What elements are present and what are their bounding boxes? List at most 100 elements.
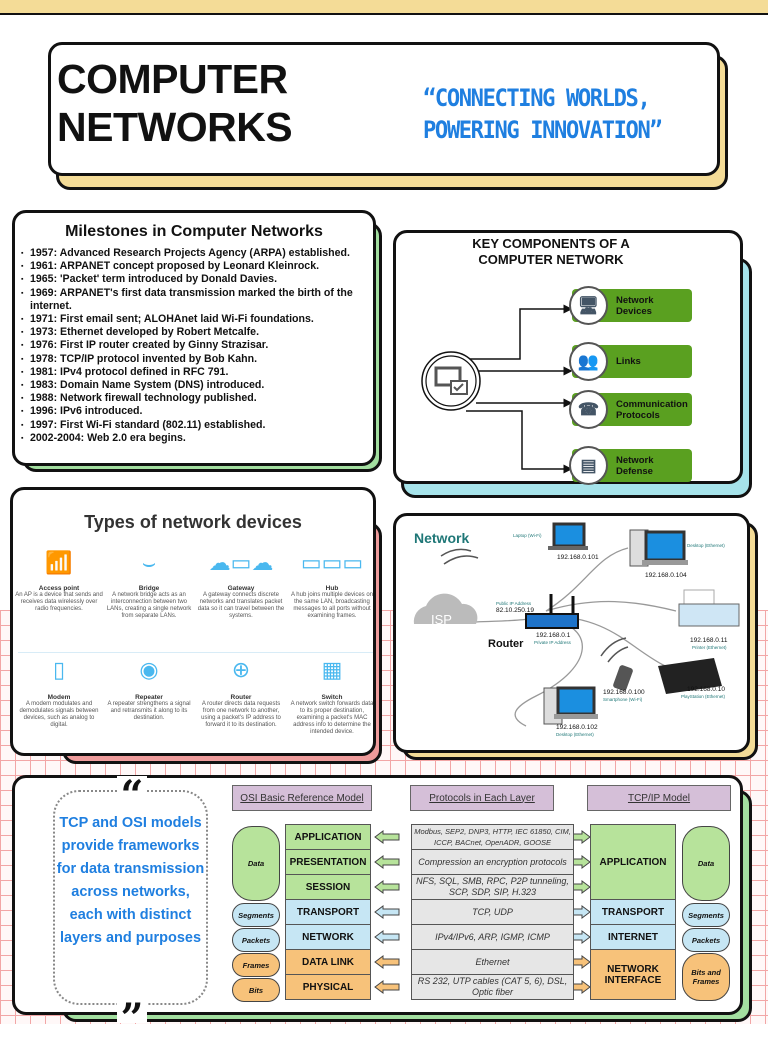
laptop-icon (548, 522, 588, 550)
protocol-cell: Modbus, SEP2, DNP3, HTTP, IEC 61850, CIM… (411, 824, 574, 850)
osi-pdu-data: Data (232, 826, 280, 901)
device-ip: 192.168.0.10 (687, 686, 725, 693)
playstation-icon (658, 658, 722, 694)
list-item: 1971: First email sent; ALOHAnet laid Wi… (21, 313, 373, 326)
tcpip-layer-internet: INTERNET (590, 924, 676, 950)
repeater-icon: ◉ (139, 657, 159, 682)
network-title: Network (414, 530, 470, 546)
list-item: 1988: Network firewall technology publis… (21, 392, 373, 405)
quote-box: “ TCP and OSI models provide frameworks … (53, 776, 208, 1039)
device-label: Laptop (Wi-Fi) (513, 533, 542, 538)
tcpip-pdu-packets: Packets (682, 928, 730, 952)
tcpip-layer-transport: TRANSPORT (590, 899, 676, 925)
protocol-cell: Compression an encryption protocols (411, 849, 574, 875)
tcpip-pdu-segments: Segments (682, 903, 730, 927)
server-icon: ▤ (569, 446, 608, 485)
components-title: KEY COMPONENTS OF A COMPUTER NETWORK (472, 236, 630, 267)
top-band (0, 0, 768, 15)
list-item: 1961: ARPANET concept proposed by Leonar… (21, 260, 373, 273)
osi-header: OSI Basic Reference Model (232, 785, 372, 811)
hub-icon: ▭▭▭ (300, 550, 364, 575)
modem-icon: ▯ (52, 657, 66, 682)
osi-layer-application: APPLICATION (285, 824, 371, 850)
device-label: Desktop (Ethernet) (556, 732, 594, 737)
tcpip-layer-application: APPLICATION (590, 824, 676, 900)
osi-pdu-frames: Frames (232, 953, 280, 977)
milestones-list: 1957: Advanced Research Projects Agency … (21, 247, 373, 445)
list-item: 1997: First Wi-Fi standard (802.11) esta… (21, 419, 373, 432)
tcpip-pdu-data: Data (682, 826, 730, 901)
list-item: 2002-2004: Web 2.0 era begins. (21, 432, 373, 445)
component-links: 👥Links (569, 342, 692, 381)
private-ip: 192.168.0.1 (536, 632, 571, 639)
device-label: Desktop (Ethernet) (687, 543, 725, 548)
protocol-cell: TCP, UDP (411, 899, 574, 925)
tagline: “CONNECTING WORLDS, POWERING INNOVATION” (423, 84, 663, 144)
tcpip-pdu-bits-frames: Bits and Frames (682, 953, 730, 1001)
printer-icon (678, 589, 740, 627)
network-card: Network ISP Router Public IP Address 82.… (393, 513, 750, 753)
desktop-icon-2 (543, 686, 598, 725)
list-item: 1981: IPv4 protocol defined in RFC 791. (21, 366, 373, 379)
tcpip-header: TCP/IP Model (587, 785, 731, 811)
list-item: 1957: Advanced Research Projects Agency … (21, 247, 373, 260)
milestones-title: Milestones in Computer Networks (65, 223, 323, 240)
access-point-icon: 📶 (45, 550, 73, 575)
isp-label: ISP (431, 612, 452, 627)
protocol-cell: IPv4/IPv6, ARP, IGMP, ICMP (411, 924, 574, 950)
tcpip-layer-network-interface: NETWORK INTERFACE (590, 949, 676, 1000)
router-icon: ⊕ (231, 657, 251, 682)
list-item: 1983: Domain Name System (DNS) introduce… (21, 379, 373, 392)
isp-cloud-icon (413, 593, 478, 624)
osi-layer-presentation: PRESENTATION (285, 849, 371, 875)
device-types-title: Types of network devices (84, 512, 302, 532)
protocol-cell: NFS, SQL, SMB, RPC, P2P tunneling, SCP, … (411, 874, 574, 900)
quote-text: TCP and OSI models provide frameworks fo… (56, 815, 205, 946)
osi-pdu-bits: Bits (232, 978, 280, 1002)
osi-pdu-segments: Segments (232, 903, 280, 927)
wifi-waves (440, 548, 629, 663)
osi-pdu-packets: Packets (232, 928, 280, 952)
component-communication-protocols: ☎Communication Protocols (569, 390, 692, 429)
device-ip: 192.168.0.101 (557, 554, 599, 561)
components-connectors (421, 304, 573, 474)
list-item: 1978: TCP/IP protocol invented by Bob Ka… (21, 353, 373, 366)
divider (18, 652, 373, 653)
switch-icon: ▦ (321, 657, 343, 682)
milestones-card: Milestones in Computer Networks 1957: Ad… (12, 210, 376, 466)
bridge-icon: ⌣ (141, 550, 157, 575)
list-item: 1976: First IP router created by Ginny S… (21, 339, 373, 352)
list-item: 1965: 'Packet' term introduced by Donald… (21, 273, 373, 286)
switch-phone-icon: ☎ (569, 390, 608, 429)
device-ip: 192.168.0.100 (603, 689, 645, 696)
gateway-icon: ☁▭☁ (208, 550, 274, 575)
desktop-icon (629, 529, 688, 567)
computer-icon: 🖥 (569, 286, 608, 325)
device-ip: 192.168.0.104 (645, 572, 687, 579)
osi-layer-data-link: DATA LINK (285, 949, 371, 975)
component-network-defense: ▤Network Defense (569, 446, 692, 485)
device-label: PlayStation (Ethernet) (681, 694, 726, 699)
list-item: 1973: Ethernet developed by Robert Metca… (21, 326, 373, 339)
device-label: Printer (Ethernet) (692, 645, 727, 650)
component-network-devices: 🖥Network Devices (569, 286, 692, 325)
people-link-icon: 👥 (569, 342, 608, 381)
device-label: Smartphone (Wi-Fi) (603, 697, 643, 702)
network-diagram (413, 522, 740, 727)
public-ip-label: Public IP Address (496, 601, 532, 606)
osi-layer-session: SESSION (285, 874, 371, 900)
models-card: “ TCP and OSI models provide frameworks … (12, 775, 743, 1039)
list-item: 1996: IPv6 introduced. (21, 405, 373, 418)
router-device-icon (525, 594, 579, 629)
private-ip-label: Private IP Address (534, 640, 571, 645)
